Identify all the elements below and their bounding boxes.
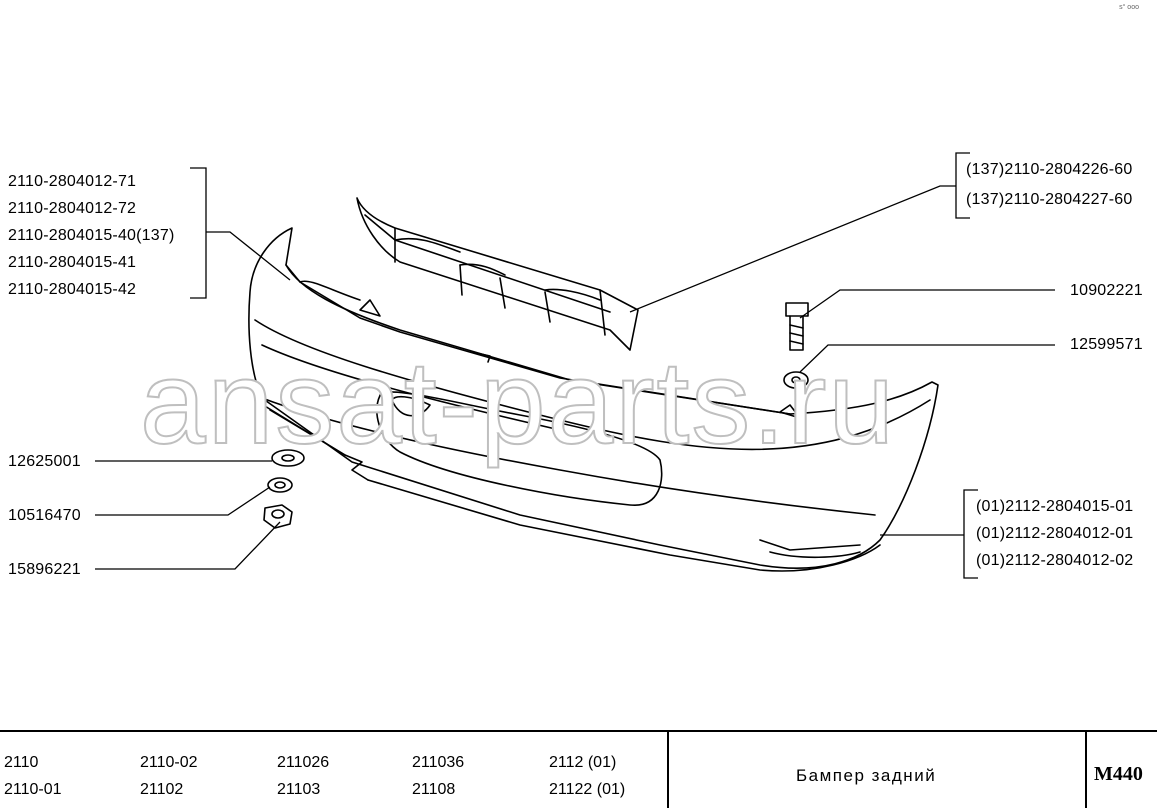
footer-top-rule <box>0 730 1157 732</box>
model-1-a: 2110 <box>4 754 39 771</box>
footer-divider-2 <box>1085 730 1087 808</box>
left-bottom-label-2: 10516470 <box>8 507 81 524</box>
right-bottom-label-3: (01)2112-2804012-02 <box>976 552 1134 569</box>
right-top-label-1: (137)2110-2804226-60 <box>966 161 1133 178</box>
right-top-label-2: (137)2110-2804227-60 <box>966 191 1133 208</box>
footer <box>0 730 1157 808</box>
left-top-label-1: 2110-2804012-71 <box>8 173 137 190</box>
model-4-b: 21108 <box>412 781 456 798</box>
bumper-body <box>248 227 939 569</box>
footer-code: M440 <box>1094 763 1143 785</box>
left-top-bracket <box>190 167 207 299</box>
model-5-b: 21122 (01) <box>549 781 626 798</box>
left-bottom-label-3: 15896221 <box>8 561 81 578</box>
bolt-shape <box>785 302 809 317</box>
corner-mark: s° ooo <box>1119 4 1139 11</box>
model-3-b: 21103 <box>277 781 321 798</box>
right-bottom-label-1: (01)2112-2804015-01 <box>976 498 1134 515</box>
plate-recess <box>376 391 663 506</box>
nut-shape <box>263 504 293 529</box>
model-2-b: 21102 <box>140 781 184 798</box>
model-4-a: 211036 <box>412 754 465 771</box>
right-bottom-label-2: (01)2112-2804012-01 <box>976 525 1134 542</box>
left-top-label-3: 2110-2804015-40(137) <box>8 227 175 244</box>
right-label-washer: 12599571 <box>1070 336 1143 353</box>
footer-divider-1 <box>667 730 669 808</box>
left-top-label-5: 2110-2804015-42 <box>8 281 137 298</box>
model-5-a: 2112 (01) <box>549 754 617 771</box>
left-top-label-2: 2110-2804012-72 <box>8 200 137 217</box>
right-label-bolt: 10902221 <box>1070 282 1143 299</box>
energy-absorber <box>356 197 639 351</box>
model-2-a: 2110-02 <box>140 754 198 771</box>
model-3-a: 211026 <box>277 754 330 771</box>
model-1-b: 2110-01 <box>4 781 62 798</box>
right-bottom-bracket <box>963 489 978 579</box>
left-top-label-4: 2110-2804015-41 <box>8 254 137 271</box>
footer-title: Бампер задний <box>796 766 937 785</box>
left-bottom-label-1: 12625001 <box>8 453 81 470</box>
